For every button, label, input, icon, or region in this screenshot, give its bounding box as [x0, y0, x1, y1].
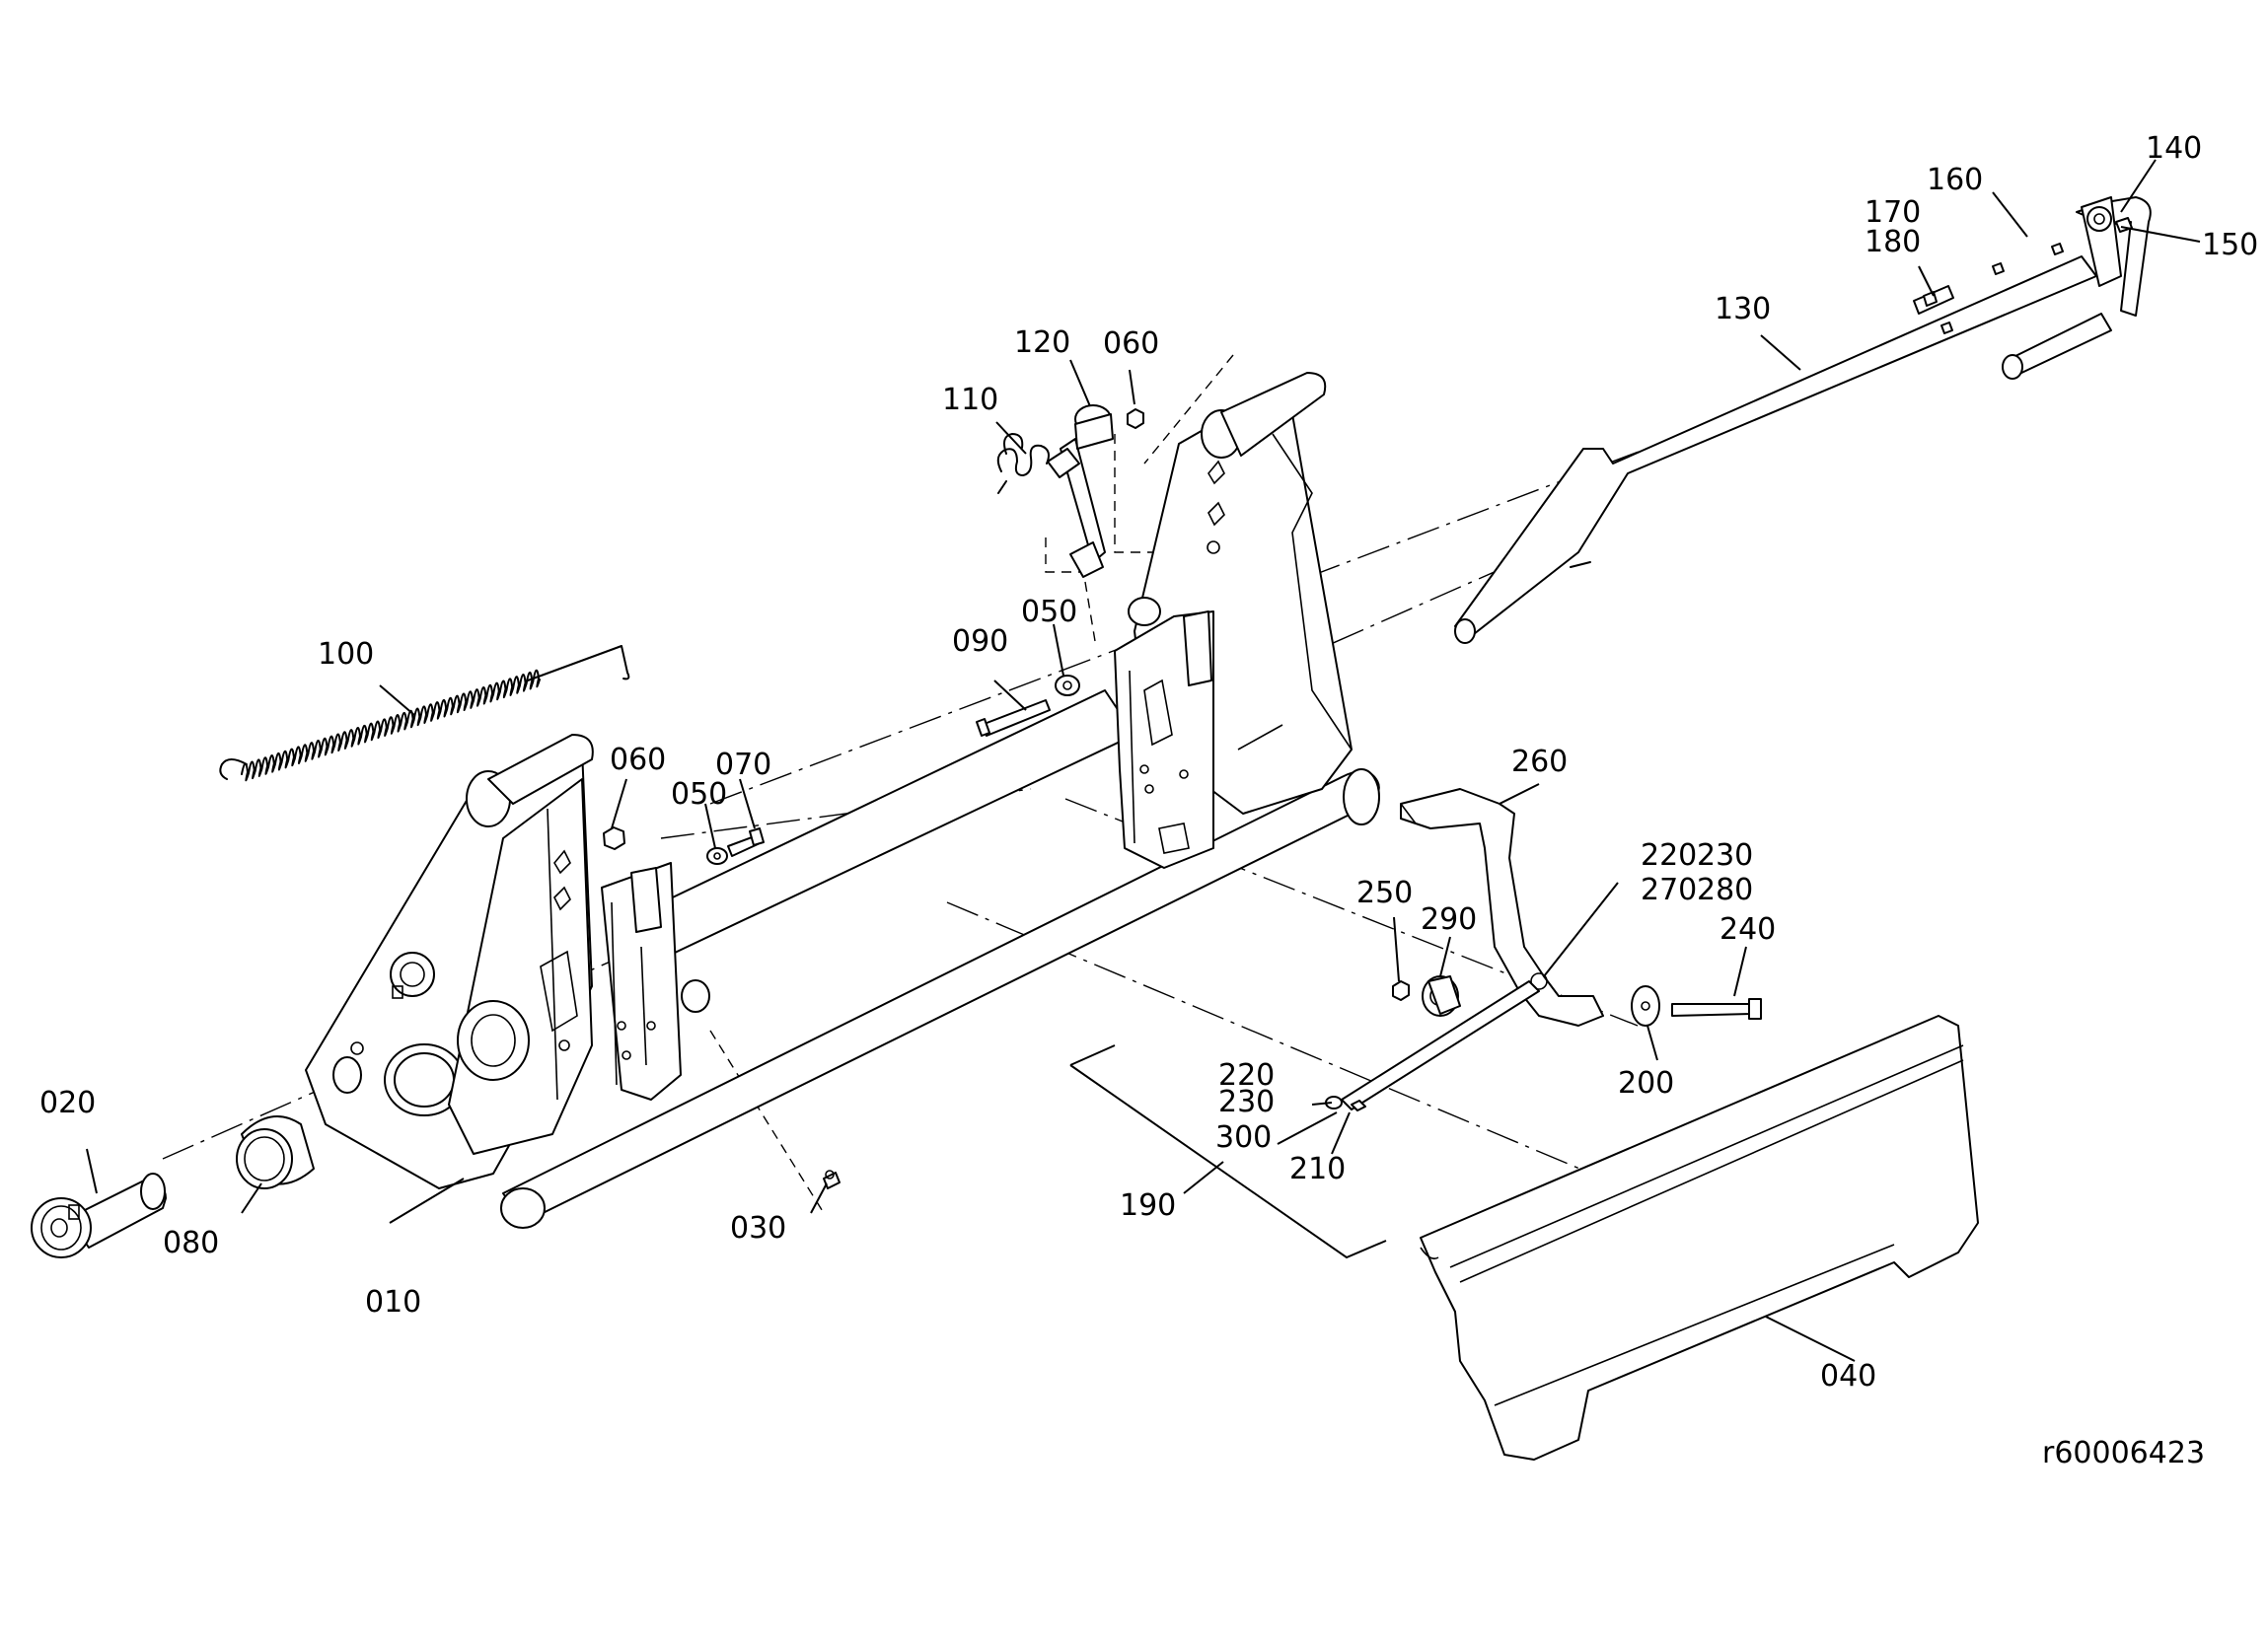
callout-030: 030	[730, 1211, 786, 1246]
callout-260: 260	[1511, 745, 1568, 779]
main-frame-010	[305, 372, 1380, 1229]
latch-lever-group	[996, 404, 1144, 578]
drawing-id: r60006423	[2042, 1436, 2205, 1470]
callout-250: 250	[1356, 876, 1413, 910]
callout-300: 300	[1215, 1120, 1272, 1155]
cover-plate-040	[1420, 1015, 1979, 1461]
callout-200: 200	[1618, 1066, 1674, 1101]
callout-170: 170	[1865, 195, 1921, 230]
callout-130: 130	[1715, 292, 1771, 326]
callout-270: 270	[1641, 873, 1697, 907]
callout-100: 100	[318, 637, 374, 672]
callout-070: 070	[715, 748, 771, 782]
callout-190: 190	[1120, 1188, 1176, 1223]
callout-050-right: 050	[1021, 595, 1077, 629]
callout-160: 160	[1927, 163, 1983, 197]
leader-lines	[86, 159, 2201, 1362]
release-handle-130	[1454, 196, 2152, 644]
callout-120: 120	[1014, 325, 1070, 360]
callout-060-left: 060	[610, 743, 666, 777]
callout-010: 010	[365, 1285, 421, 1320]
callout-210: 210	[1289, 1152, 1346, 1186]
callout-080: 080	[163, 1226, 219, 1260]
spring-100	[219, 645, 630, 782]
callout-180: 180	[1865, 225, 1921, 259]
callout-230-top: 230	[1697, 838, 1753, 873]
callout-110: 110	[942, 383, 998, 417]
callout-230-bottom: 230	[1218, 1085, 1275, 1119]
group-190-bracket	[1069, 1044, 1387, 1259]
left-fasteners	[603, 826, 765, 865]
callout-060-right: 060	[1103, 326, 1159, 361]
callout-labels: 010 020 030 040 050 050 060 060 070 080 …	[39, 131, 2258, 1470]
callout-150: 150	[2202, 228, 2258, 262]
callout-090: 090	[952, 624, 1008, 659]
control-lever-260	[1325, 788, 1604, 1111]
washer-bolt-200-240	[1631, 985, 1762, 1027]
bushing-080	[236, 1115, 315, 1189]
callout-290: 290	[1421, 902, 1477, 937]
callout-020: 020	[39, 1086, 96, 1120]
nut-washer-250-290	[1392, 975, 1461, 1017]
callout-040: 040	[1820, 1359, 1876, 1394]
callout-240: 240	[1719, 912, 1776, 947]
callout-140: 140	[2146, 131, 2202, 166]
pin-020	[31, 1173, 167, 1258]
callout-050-left: 050	[671, 777, 727, 812]
callout-220-top: 220	[1641, 838, 1697, 873]
callout-220-bottom: 220	[1218, 1058, 1275, 1093]
callout-280: 280	[1697, 873, 1753, 907]
